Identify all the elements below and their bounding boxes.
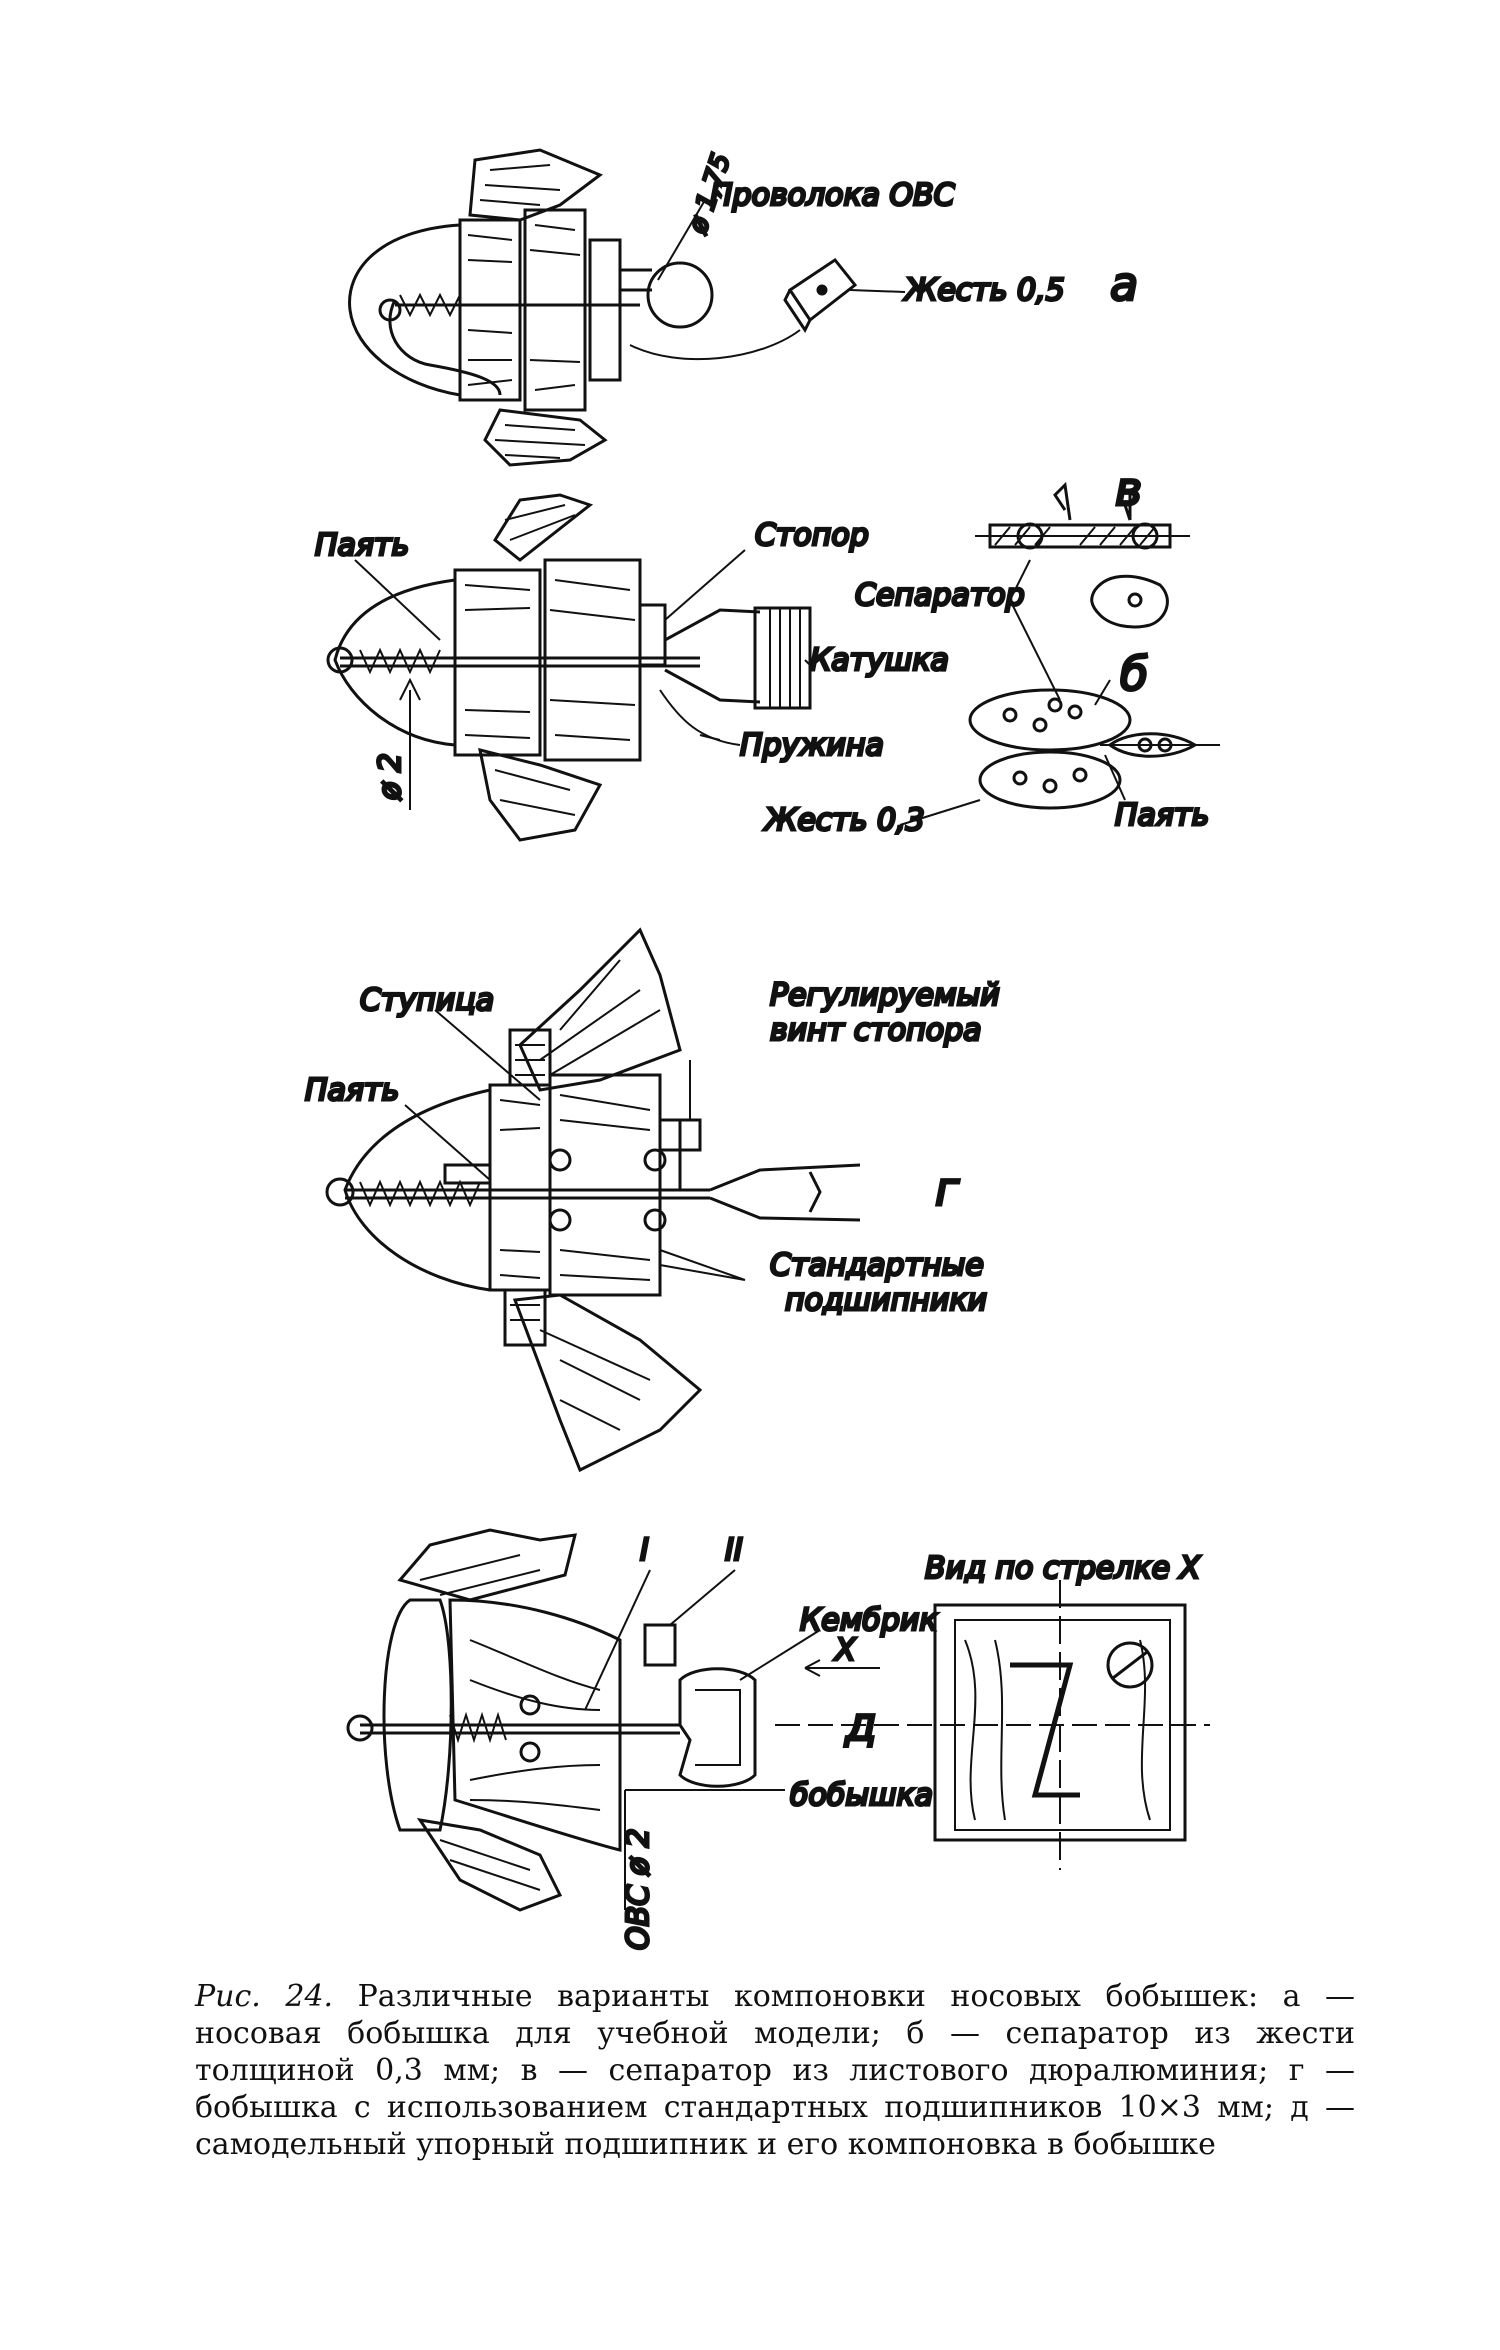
panel-v-letter: в [1115,462,1142,516]
panel-d-blade-bottom [416,1817,563,1912]
panel-b-nose-ring [326,646,354,674]
caption-label: Рис. 24. [195,1979,334,2014]
panel-b-spring [359,647,441,675]
panel-a-propeller-block [523,208,587,412]
panel-d-cambric-label: Кембрик [800,1603,938,1638]
technical-drawing: ø 1,75 Проволока ОВС Жесть 0,5 а [304,148,1220,1952]
figure-caption: Рис. 24. Различные варианты компоновки н… [195,1978,1355,2163]
panel-d-wire-label: ОВС ø 2 [621,1828,656,1950]
panel-g-bearings-label-1: Стандартные [770,1248,984,1283]
panel-g-hub-label: Ступица [360,983,494,1018]
panel-a-letter: а [1110,257,1138,311]
caption-text: Различные варианты компоновки носовых бо… [195,1979,1356,2162]
panel-d-nose-ring [346,1714,374,1742]
panel-g-blade-top [508,927,682,1092]
panel-a: ø 1,75 Проволока ОВС Жесть 0,5 а [348,148,1140,467]
panel-b-separator-label: Сепаратор [855,578,1025,613]
panel-d-clip [382,1598,453,1832]
panel-a-spring [399,292,461,318]
panel-b-stopper [638,603,761,704]
panel-a-bearing [588,238,622,382]
panel-b-diameter-label: ø 2 [373,753,408,801]
panel-d-x-arrow-label: Х [833,1633,857,1668]
panel-b-tin-label: Жесть 0,3 [763,803,925,838]
panel-g-blade-bottom [503,1288,703,1473]
panel-g-letter: г [935,1162,960,1216]
separator-v-blob [1090,574,1169,629]
panel-d: I II Кембрик Х д бобышка ОВС ø 2 Вид по … [346,1528,1210,1952]
panel-d-axis-label: д [844,1697,877,1751]
panel-g-screw-label-2: винт стопора [770,1013,982,1048]
panel-g-bearing-bottom [548,1208,667,1232]
panel-a-tin-label: Жесть 0,5 [903,273,1065,308]
panel-b-letter: б [1120,647,1148,701]
panel-d-bearing [519,1694,541,1763]
panel-g-hook [709,1163,861,1222]
panel-a-hub-block [458,218,522,402]
panel-a-nose-ring [378,298,402,322]
panel-b-stopper-label: Стопор [755,518,869,553]
view-x-box [933,1580,1187,1870]
panel-a-wire-label: Проволока ОВС [710,178,955,213]
panel-g-nose-ring [325,1177,355,1207]
panel-b-blade-top [493,493,594,562]
panel-g-bearings-label-2: подшипники [785,1283,987,1318]
panel-b: Паять Стопор Катушка Пружина ø 2 в Сепар… [314,461,1220,842]
panel-b-hub-block [453,568,542,757]
panel-g-hub-block [488,1083,552,1292]
panel-g-propeller-block [548,1073,662,1297]
panel-a-wire-loop [388,299,502,396]
panel-g-bearing-top [548,1148,667,1172]
panel-a-wire-hook [646,261,714,329]
panel-d-blade-top [397,1528,577,1602]
separator-b-discs [968,688,1132,810]
panel-b-blade-bottom [478,747,603,842]
panel-b-coil-label: Катушка [810,643,949,678]
panel-a-blade-top [468,148,603,222]
panel-a-nose-cone [348,223,461,397]
separator-b-side [1100,732,1220,801]
panel-g: Ступица Паять Регулируемый винт стопора … [304,927,1001,1473]
panel-b-coil [753,606,812,710]
panel-g-solder-label: Паять [305,1073,399,1108]
panel-g-screw-label-1: Регулируемый [770,978,1000,1013]
panel-d-cambric-link [678,1667,757,1788]
panel-d-boss-label: бобышка [790,1778,933,1813]
panel-b-solder-right-label: Паять [1115,798,1209,833]
panel-b-spring-label: Пружина [740,728,884,763]
view-x-label: Вид по стрелке Х [925,1551,1202,1586]
panel-a-blade-bottom [483,408,608,467]
panel-d-hub-cone [448,1598,622,1852]
panel-d-part1-label: I [640,1533,649,1568]
panel-a-tin-part [783,257,858,333]
panel-g-spring [359,1179,481,1208]
panel-b-nose-cone [333,578,456,747]
separator-v-plate [975,481,1190,550]
panel-d-part2-label: II [725,1533,743,1568]
panel-b-solder-left-label: Паять [315,528,409,563]
panel-d-spring [449,1711,507,1744]
